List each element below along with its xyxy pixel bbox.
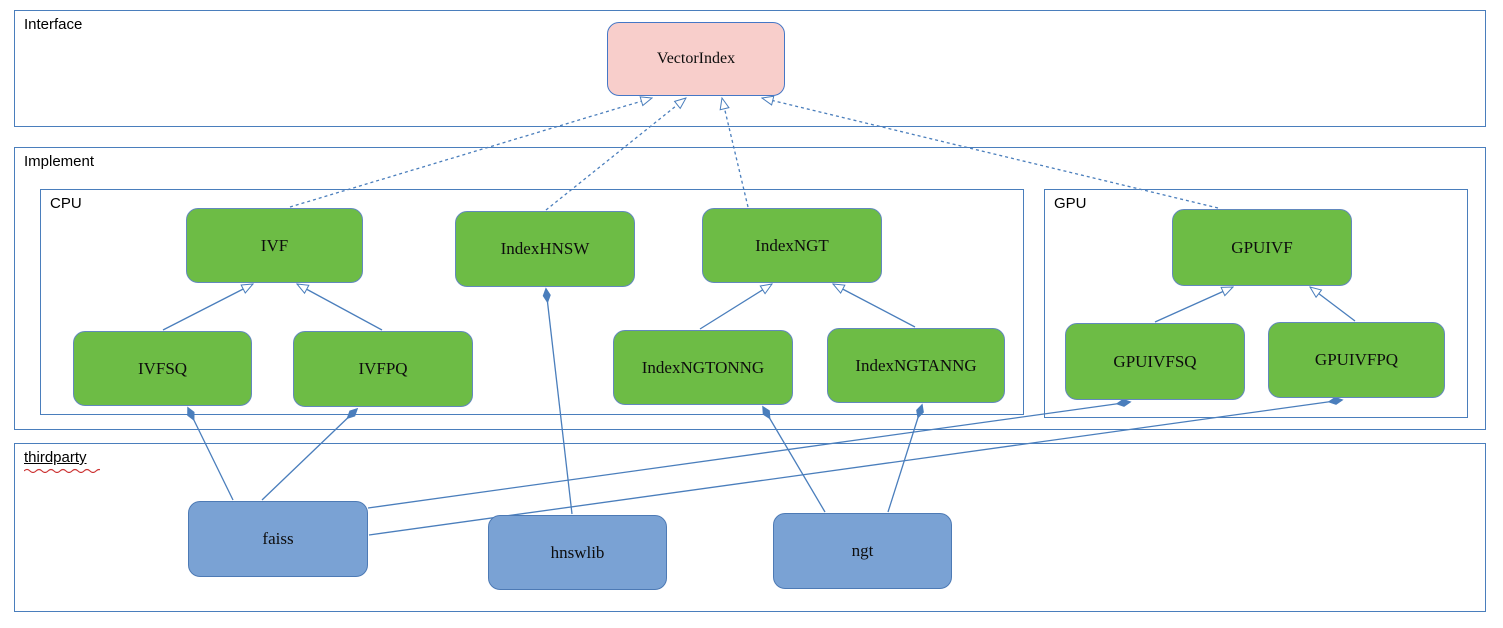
node-label: IndexNGT (755, 235, 829, 255)
node-hnswlib: hnswlib (488, 515, 667, 590)
node-gpuivf: GPUIVF (1172, 209, 1352, 286)
node-ivf: IVF (186, 208, 363, 283)
node-label: IVFSQ (137, 358, 188, 378)
node-label: GPUIVFSQ (1113, 351, 1197, 371)
node-gpuivfpq: GPUIVFPQ (1268, 322, 1445, 398)
node-label: ngt (851, 541, 874, 560)
node-label: IVFPQ (358, 359, 408, 378)
container-implement-label: Implement (24, 153, 95, 170)
node-label: IVF (260, 235, 289, 255)
node-label: VectorIndex (656, 50, 736, 67)
container-thirdparty-text: thirdparty (24, 449, 87, 466)
node-label: faiss (262, 529, 294, 548)
node-ngt: ngt (773, 513, 952, 589)
container-interface-label: Interface (24, 16, 83, 33)
node-ivfpq: IVFPQ (293, 331, 473, 407)
node-label: IndexNGTONNG (641, 357, 765, 377)
node-label: GPUIVF (1231, 237, 1293, 257)
node-ivfsq: IVFSQ (73, 331, 252, 406)
node-faiss: faiss (188, 501, 368, 577)
container-thirdparty-label: thirdparty (24, 449, 100, 473)
node-label: hnswlib (550, 542, 605, 562)
spellcheck-squiggle-icon (24, 468, 100, 473)
node-indexngtonng: IndexNGTONNG (613, 330, 793, 405)
container-cpu-label: CPU (50, 195, 82, 212)
container-gpu-label: GPU (1054, 195, 1087, 212)
node-indexngtanng: IndexNGTANNG (827, 328, 1005, 403)
node-label: IndexNGTANNG (855, 355, 977, 375)
node-indexhnsw: IndexHNSW (455, 211, 635, 287)
node-indexngt: IndexNGT (702, 208, 882, 283)
node-label: IndexHNSW (500, 239, 590, 258)
node-vectorindex: VectorIndex (607, 22, 785, 96)
node-gpuivfsq: GPUIVFSQ (1065, 323, 1245, 400)
node-label: GPUIVFPQ (1314, 350, 1399, 369)
